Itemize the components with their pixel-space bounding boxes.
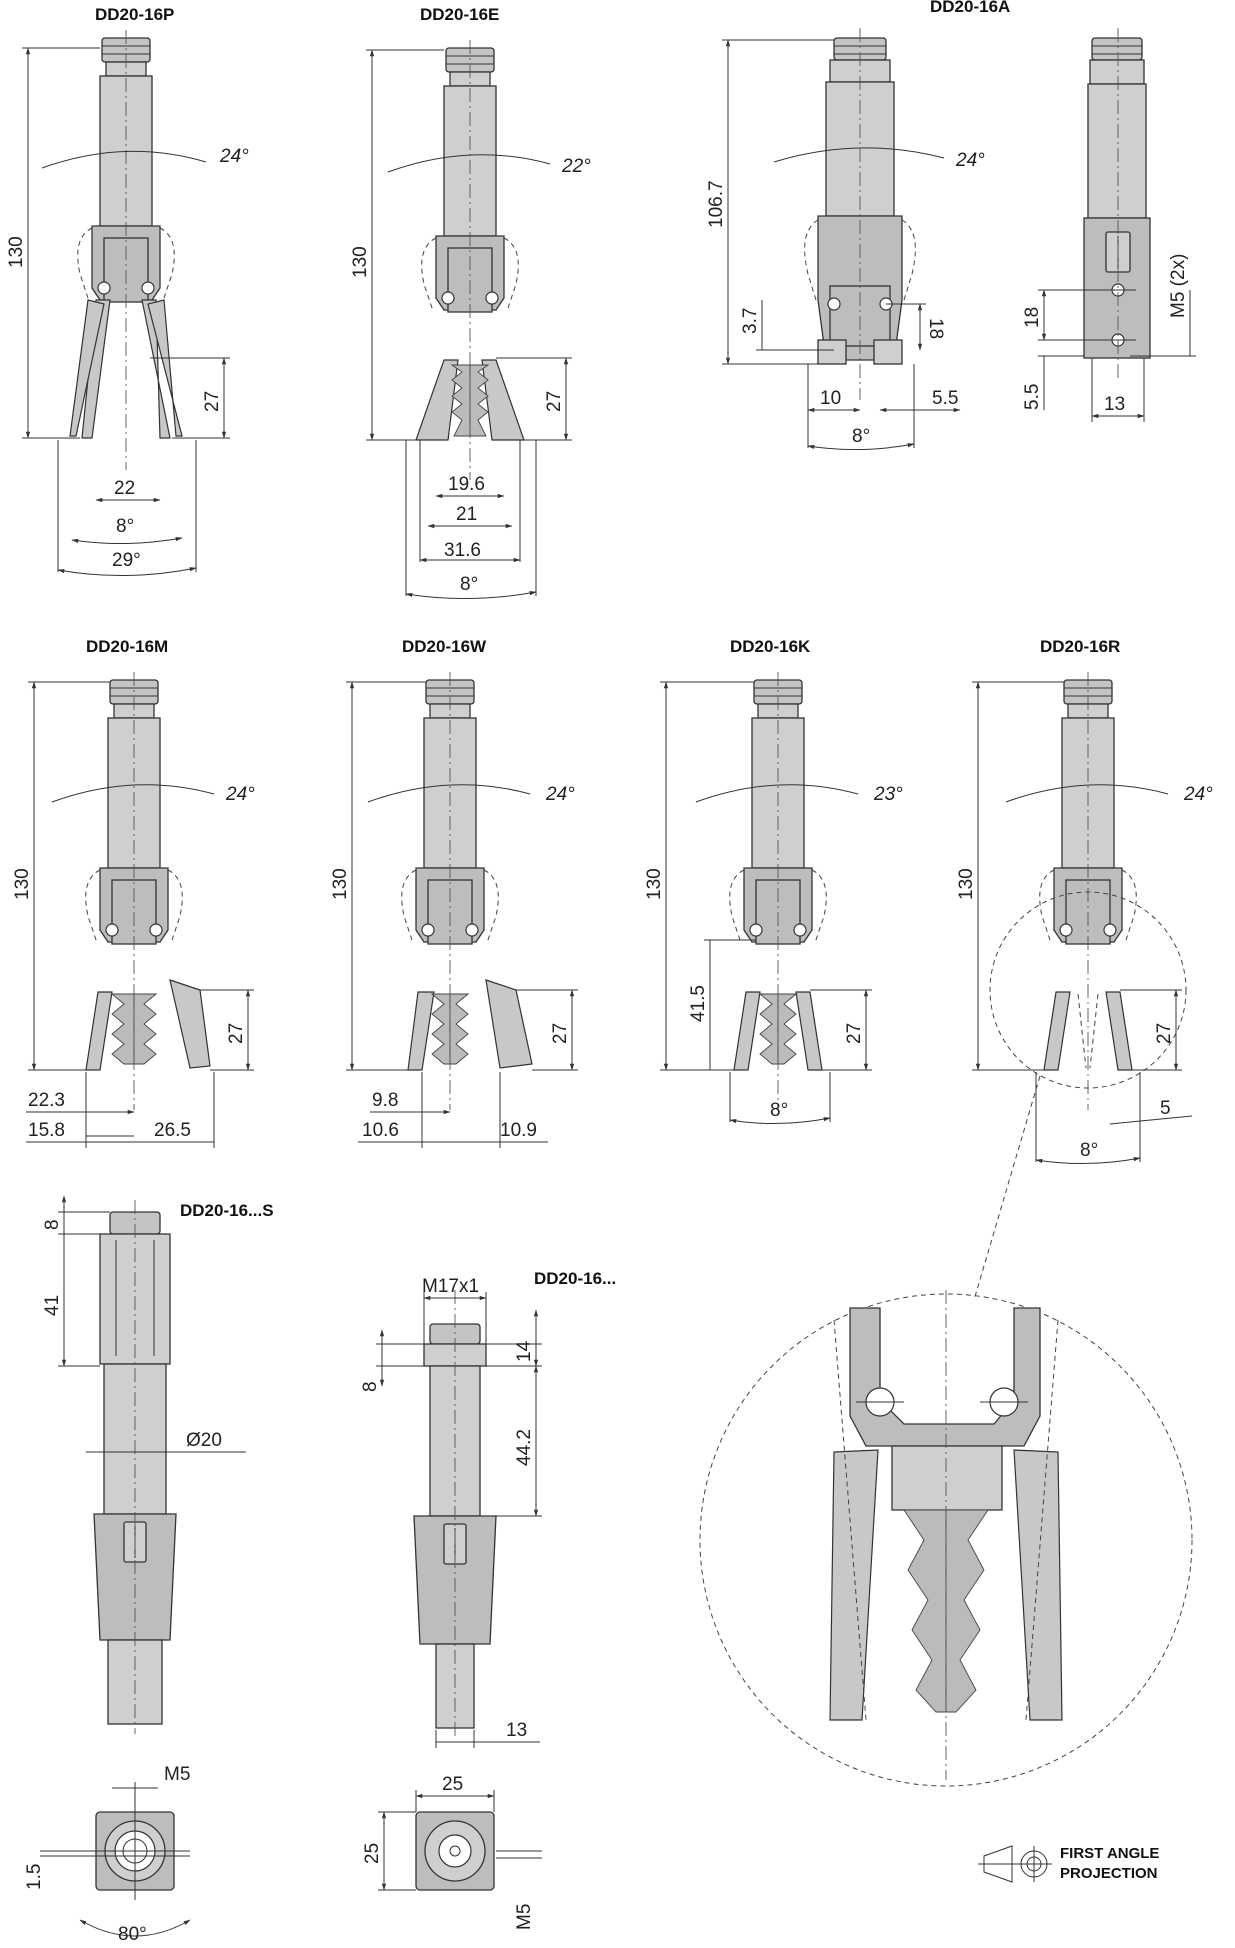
dim-s-h8: 8 <box>42 1219 63 1230</box>
title-dd20-16p: DD20-16P <box>95 5 174 24</box>
dim-p-jaw-len: 27 <box>202 391 223 412</box>
title-dd20-16-base: DD20-16... <box>534 1269 616 1288</box>
dim-a-h2: 18 <box>925 318 946 339</box>
dim-s-dia: Ø20 <box>186 1430 222 1451</box>
title-dd20-16-s: DD20-16...S <box>180 1201 274 1220</box>
dim-s-h15: 1.5 <box>24 1864 45 1890</box>
dim-r-angle: 8° <box>1080 1140 1098 1161</box>
dim-m-w1: 22.3 <box>28 1090 65 1111</box>
projection-line2: PROJECTION <box>1060 1865 1158 1882</box>
dim-a-v18: 18 <box>1022 307 1043 328</box>
dim-e-jaw-len: 27 <box>544 391 565 412</box>
title-dd20-16w: DD20-16W <box>402 637 487 656</box>
dim-e-height: 130 <box>350 246 371 278</box>
dim-s-angle: 80° <box>118 1924 147 1945</box>
view-dd20-16a-side: 18 5.5 M5 (2x) 13 <box>1022 28 1196 422</box>
dim-a-thread: M5 (2x) <box>1168 254 1189 318</box>
dim-w-w2: 10.6 <box>362 1120 399 1141</box>
dim-base-h14: 14 <box>514 1340 535 1362</box>
dim-e-angle: 8° <box>460 574 478 595</box>
dim-w-jaw-len: 27 <box>550 1023 571 1044</box>
title-dd20-16a: DD20-16A <box>930 0 1010 16</box>
dim-w-angle-top: 24° <box>545 784 575 805</box>
dim-a-angle: 8° <box>852 426 870 447</box>
dim-m-w3: 26.5 <box>154 1120 191 1141</box>
dim-w-height: 130 <box>330 868 351 900</box>
view-dd20-16w: DD20-16W 130 24° 27 9.8 10.6 10.9 <box>330 637 578 1148</box>
dim-a-v55: 5.5 <box>1022 384 1043 410</box>
view-dd20-16-base: DD20-16... M17x1 14 8 44.2 13 <box>360 1269 616 1930</box>
dim-p-angle-top: 24° <box>219 146 249 167</box>
dim-e-angle-top: 22° <box>561 156 591 177</box>
view-dd20-16r: DD20-16R 130 24° 27 5 8° <box>956 637 1213 1165</box>
dim-r-height: 130 <box>956 868 977 900</box>
dim-m-jaw-len: 27 <box>226 1023 247 1044</box>
dim-k-angle: 8° <box>770 1100 788 1121</box>
dim-a-height: 106.7 <box>706 180 727 228</box>
dim-s-h41: 41 <box>42 1295 63 1316</box>
dim-w-w1: 9.8 <box>372 1090 398 1111</box>
dim-p-height: 130 <box>6 236 27 268</box>
dim-base-m5: M5 <box>514 1904 535 1930</box>
dim-base-w13: 13 <box>506 1720 527 1741</box>
dim-a-w13: 13 <box>1104 394 1125 415</box>
dim-r-w1: 5 <box>1160 1098 1171 1119</box>
dim-k-angle-top: 23° <box>873 784 903 805</box>
view-dd20-16-s: DD20-16...S 8 41 Ø20 M5 1.5 80° <box>24 1195 274 1945</box>
view-dd20-16k: DD20-16K 130 23° 41.5 27 8° <box>644 637 903 1125</box>
dim-e-w1: 19.6 <box>448 474 485 495</box>
dim-base-h442: 44.2 <box>514 1429 535 1466</box>
dim-p-angle-b: 29° <box>112 550 141 571</box>
dim-base-thread: M17x1 <box>422 1276 479 1297</box>
dim-k-height: 130 <box>644 868 665 900</box>
dim-s-thread: M5 <box>164 1764 190 1785</box>
dim-m-height: 130 <box>12 868 33 900</box>
dim-base-h8: 8 <box>360 1381 381 1392</box>
view-dd20-16p: DD20-16P 130 24° 27 22 8° 29° <box>6 5 249 576</box>
dim-a-angle-top: 24° <box>955 150 985 171</box>
dim-e-w3: 31.6 <box>444 540 481 561</box>
dim-a-h1: 3.7 <box>740 308 761 334</box>
dim-k-jaw-len: 27 <box>844 1023 865 1044</box>
dim-p-angle-a: 8° <box>116 516 134 537</box>
view-dd20-16m: DD20-16M 130 24° 27 22.3 15.8 26.5 <box>12 637 255 1148</box>
dim-a-w2: 5.5 <box>932 388 958 409</box>
title-dd20-16m: DD20-16M <box>86 637 168 656</box>
dim-k-h1: 41.5 <box>688 985 709 1022</box>
detail-view-r <box>699 1290 1193 1787</box>
title-dd20-16e: DD20-16E <box>420 5 499 24</box>
dim-e-w2: 21 <box>456 504 477 525</box>
title-dd20-16r: DD20-16R <box>1040 637 1120 656</box>
dim-w-w3: 10.9 <box>500 1120 537 1141</box>
dim-r-angle-top: 24° <box>1183 784 1213 805</box>
projection-line1: FIRST ANGLE <box>1060 1845 1159 1862</box>
first-angle-projection-symbol: FIRST ANGLE PROJECTION <box>978 1845 1159 1883</box>
dim-m-w2: 15.8 <box>28 1120 65 1141</box>
dim-p-width: 22 <box>114 478 135 499</box>
title-dd20-16k: DD20-16K <box>730 637 811 656</box>
dim-m-angle-top: 24° <box>225 784 255 805</box>
dim-base-h25: 25 <box>362 1843 383 1864</box>
view-dd20-16a: DD20-16A 106.7 24° 3.7 18 10 5.5 8° <box>706 0 1010 451</box>
dim-r-jaw-len: 27 <box>1154 1023 1175 1044</box>
dim-base-w25: 25 <box>442 1774 463 1795</box>
view-dd20-16e: DD20-16E 130 22° 27 19.6 21 31.6 8° <box>350 5 591 600</box>
dim-a-w1: 10 <box>820 388 841 409</box>
